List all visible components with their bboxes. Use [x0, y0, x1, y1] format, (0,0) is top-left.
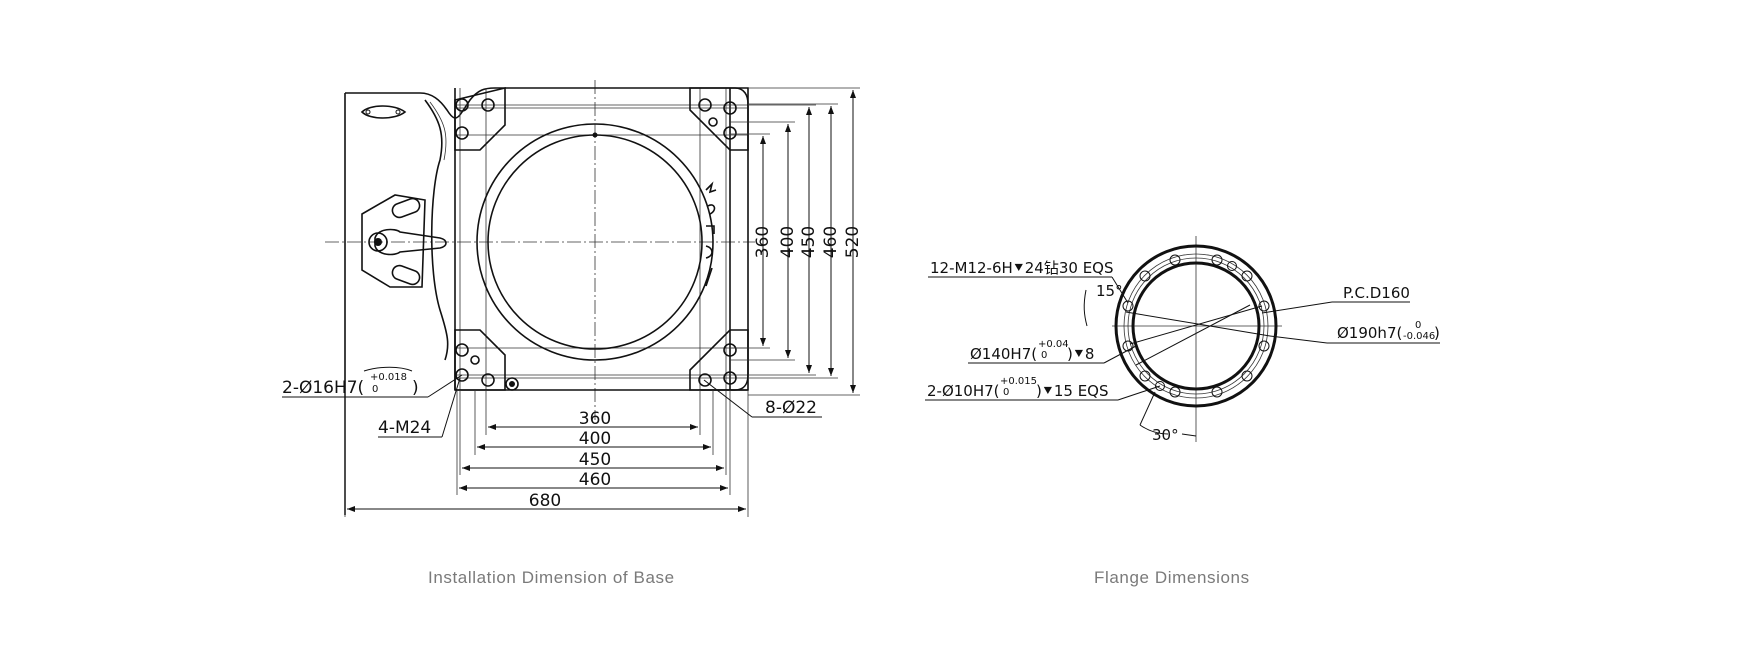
svg-text:): ) [1434, 324, 1440, 342]
svg-text:15°: 15° [1096, 282, 1123, 300]
vertical-dimensions: 360 400 450 460 520 [730, 87, 863, 396]
corner-pad-tl [454, 86, 506, 151]
oval-slot [360, 105, 407, 119]
pivot-bracket [361, 194, 426, 288]
svg-text:460: 460 [821, 226, 841, 258]
outer-ring [476, 123, 714, 361]
pivot-center [374, 238, 382, 246]
svg-text:8-Ø22: 8-Ø22 [765, 398, 817, 418]
holes-callout: 8-Ø22 [703, 379, 822, 418]
svg-text:): ) [412, 378, 419, 398]
base-outline [345, 87, 749, 391]
pcd-callout: P.C.D160 [1261, 284, 1410, 314]
svg-text:0: 0 [1003, 387, 1009, 398]
inner-dia-callout: Ø140H7( +0.04 0 )⯆8 [968, 339, 1137, 364]
engraving [705, 181, 717, 287]
svg-text:+0.018: +0.018 [370, 372, 407, 383]
svg-text:400: 400 [579, 429, 611, 449]
dowel-callout: 2-Ø16H7( +0.018 0 ) [282, 366, 463, 398]
svg-text:2-Ø10H7(: 2-Ø10H7( [927, 382, 1000, 400]
svg-text:0: 0 [372, 384, 378, 395]
horizontal-dimensions: 360 400 450 460 680 [344, 390, 749, 517]
angle-15-callout: 15° [1083, 282, 1123, 327]
svg-text:Ø190h7(: Ø190h7( [1337, 324, 1402, 342]
svg-text:0: 0 [1041, 350, 1047, 361]
mounting-holes [455, 98, 737, 391]
svg-text:450: 450 [579, 450, 611, 470]
svg-text:450: 450 [799, 226, 819, 258]
svg-text:460: 460 [579, 470, 611, 490]
svg-text:12-M12-6H⯆24钻30 EQS: 12-M12-6H⯆24钻30 EQS [930, 259, 1114, 277]
pivot-arm [374, 228, 447, 256]
svg-text:360: 360 [753, 226, 773, 258]
corner-pad-tr [689, 87, 749, 151]
svg-text:+0.04: +0.04 [1038, 339, 1069, 350]
outer-dia-callout: Ø190h7( 0 -0.046 ) [1269, 320, 1440, 344]
thread-callout: 4-M24 [378, 377, 461, 438]
flange-outer-circle [1114, 244, 1278, 408]
svg-text:-0.046: -0.046 [1403, 331, 1435, 342]
corner-pad-br [689, 329, 749, 391]
svg-text:+0.015: +0.015 [1000, 376, 1037, 387]
flange-pcd-circle [1123, 253, 1269, 399]
svg-text:30°: 30° [1152, 426, 1179, 444]
flange-bolt-holes [1122, 254, 1270, 398]
flange-drawing: 12-M12-6H⯆24钻30 EQS 15° P.C.D160 Ø190h7(… [925, 236, 1440, 444]
base-caption: Installation Dimension of Base [428, 568, 675, 587]
pins-callout: 2-Ø10H7( +0.015 0 )⯆15 EQS [925, 376, 1161, 401]
arm-curve [424, 99, 449, 361]
base-drawing: 360 400 450 460 520 360 400 450 460 680 [282, 80, 863, 517]
svg-text:2-Ø16H7(: 2-Ø16H7( [282, 378, 364, 398]
tapped-holes-callout: 12-M12-6H⯆24钻30 EQS [928, 259, 1129, 304]
svg-text:360: 360 [579, 409, 611, 429]
angle-30-callout: 30° [1139, 391, 1197, 444]
svg-text:)⯆15 EQS: )⯆15 EQS [1036, 382, 1109, 400]
svg-text:P.C.D160: P.C.D160 [1343, 284, 1410, 302]
svg-text:)⯆8: )⯆8 [1067, 345, 1094, 363]
svg-text:0: 0 [1415, 320, 1421, 331]
flange-inner-circle [1131, 261, 1261, 391]
pivot-circle [368, 232, 388, 252]
svg-text:Ø140H7(: Ø140H7( [970, 345, 1037, 363]
svg-text:680: 680 [529, 491, 561, 511]
svg-text:4-M24: 4-M24 [378, 418, 431, 438]
svg-text:400: 400 [778, 226, 798, 258]
svg-text:520: 520 [843, 226, 863, 258]
flange-caption: Flange Dimensions [1094, 568, 1250, 587]
